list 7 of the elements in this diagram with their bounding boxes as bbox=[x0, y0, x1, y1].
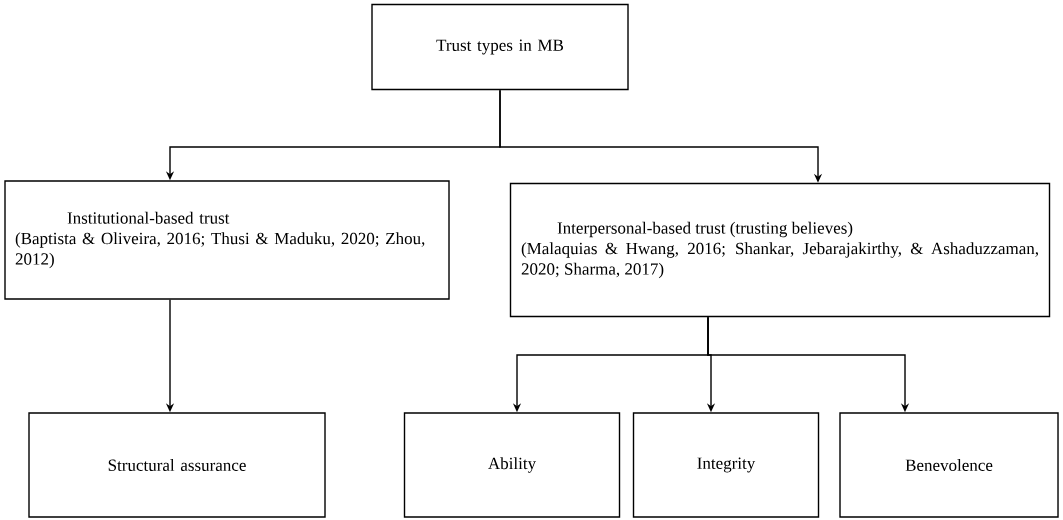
category-box: Integrity bbox=[632, 412, 820, 518]
title-box: Trust types in MB bbox=[371, 3, 629, 91]
category-box: Benevolence bbox=[839, 412, 1059, 518]
text-box: Interpersonal-based trust (trusting believes) (Malaquias & Hwang, 2016; Shankar, Jebarajakirthy, & Ashaduzzaman, 2020; Sharma, 2017) bbox=[509, 182, 1051, 318]
category-box: Ability bbox=[403, 412, 621, 518]
text-box: Institutional-based trust (Baptista & Oliveira, 2016; Thusi & Maduku, 2020; Zhou, 2012) bbox=[4, 180, 450, 300]
category-box: Structural assurance bbox=[28, 412, 326, 518]
